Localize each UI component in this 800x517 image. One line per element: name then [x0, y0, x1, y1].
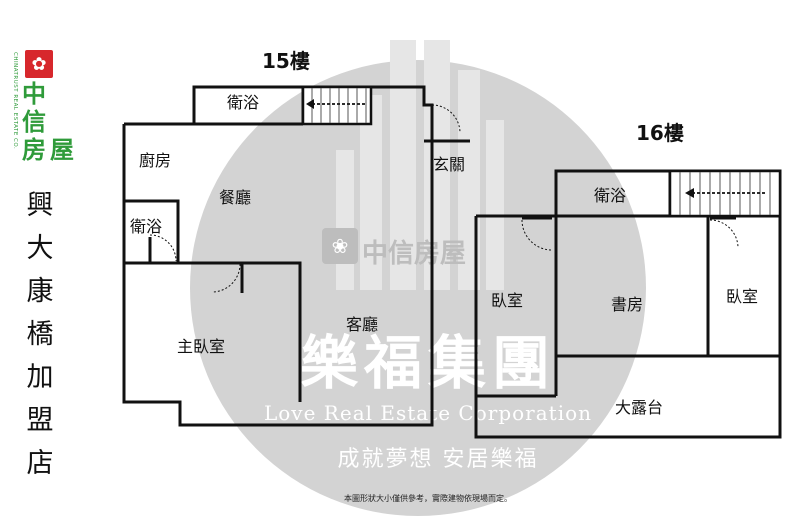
store-name-char: 盟 [27, 405, 54, 436]
brand-name: 中 [22, 80, 46, 108]
room-16-bath: 衛浴 [594, 186, 626, 205]
floor-16-label: 16樓 [636, 121, 684, 145]
store-name-char: 興 [27, 190, 54, 221]
store-name-char: 店 [27, 448, 54, 479]
room-15-bath-top: 衛浴 [227, 93, 259, 112]
svg-text:❀: ❀ [332, 234, 349, 258]
footer-note: 本圖形狀大小僅供參考，實際建物依現場而定。 [344, 493, 512, 503]
brand-name-3: 房 [22, 136, 46, 164]
room-16-bed-right: 臥室 [726, 287, 758, 306]
brand-logo-mark [25, 50, 53, 78]
stair-arrow-16 [685, 188, 765, 198]
store-name-char: 大 [27, 233, 54, 264]
watermark-circle [190, 60, 646, 516]
brand-logo: ✿ CHINATRUST REAL ESTATE CO. 中 信 房 屋 [12, 50, 74, 164]
room-16-bed-left: 臥室 [491, 291, 523, 310]
room-16-study: 書房 [611, 295, 643, 314]
room-15-dining: 餐廳 [219, 188, 251, 207]
watermark-slogan: 成就夢想 安居樂福 [338, 447, 539, 472]
flower-icon: ✿ [31, 54, 46, 75]
brand-name-4: 屋 [50, 136, 74, 164]
brand-name-2: 信 [22, 108, 46, 136]
floor-15-stair-lines [311, 88, 367, 123]
store-name-char: 橋 [27, 319, 54, 350]
room-15-living: 客廳 [346, 315, 378, 334]
brand-name-en: CHINATRUST REAL ESTATE CO. [12, 52, 18, 149]
floor-15-label: 15樓 [262, 49, 310, 73]
store-name-char: 加 [27, 362, 54, 393]
watermark-logo-text: 中信房屋 [362, 239, 466, 269]
room-15-bath-small: 衛浴 [130, 217, 162, 236]
floor-15-doors [149, 104, 461, 293]
staircase-15 [301, 85, 373, 126]
watermark-company-en: Love Real Estate Corporation [264, 401, 592, 425]
watermark-company-zh: 樂福集團 [300, 329, 556, 397]
floor-15-plan [122, 85, 470, 427]
stair-arrow-15 [306, 99, 365, 109]
floor-16-doors [521, 219, 739, 251]
master-bedroom-wall [124, 261, 302, 402]
bath-small-wall [124, 199, 180, 263]
room-16-terrace: 大露台 [615, 398, 663, 417]
room-15-kitchen: 廚房 [139, 151, 171, 170]
room-15-entrance: 玄關 [433, 155, 465, 174]
watermark-logo: ❀ 中信房屋 [322, 228, 466, 269]
room-15-master: 主臥室 [177, 337, 225, 356]
floor-15-door-leafs [148, 105, 434, 293]
store-name-char: 康 [27, 276, 54, 307]
